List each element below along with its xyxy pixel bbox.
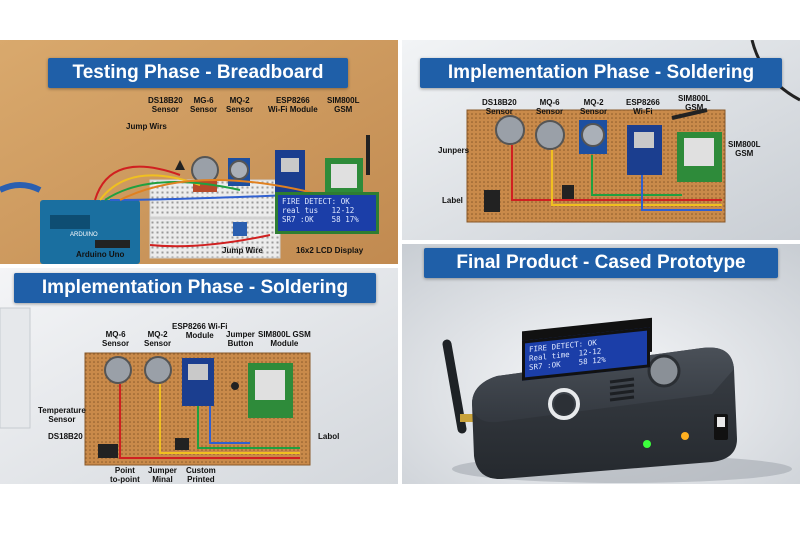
svg-text:ARDUINO: ARDUINO <box>70 232 98 238</box>
label-ds18b20: DS18B20 Sensor <box>482 98 517 116</box>
panel-title: Implementation Phase - Soldering <box>14 273 376 303</box>
lcd-line: real tus 12-12 <box>282 206 355 215</box>
cased-prototype-scene <box>402 244 800 484</box>
label-arduino: Arduino Uno <box>76 250 125 259</box>
label-lcd-display: 16x2 LCD Display <box>296 246 364 255</box>
label-custom-printed: Custom Printed <box>186 466 216 484</box>
panel-testing-breadboard: ARDUINO Testing Phase - Breadboard <box>0 40 398 264</box>
label-jump-wirs: Jump Wirs <box>126 122 167 131</box>
lcd-screen: FIRE DETECT: OK real tus 12-12 SR7 :OK 5… <box>275 192 379 234</box>
label-sim800l: SIM800L GSM Module <box>258 330 311 348</box>
label-temperature: Temperature Sensor <box>38 406 86 424</box>
panel-title: Final Product - Cased Prototype <box>424 248 778 278</box>
lcd-line: FIRE DETECT: OK <box>282 197 350 206</box>
panel-soldering-top: Implementation Phase - Soldering DS18B20… <box>402 40 800 240</box>
label-esp8266: ESP8266 Wi-Fi Module <box>268 96 318 114</box>
label-esp8266: ESP8266 Wi-Fi <box>626 98 660 116</box>
label-ds18b20: DS18B20 <box>48 432 83 441</box>
perfboard-scene-bottom <box>0 268 398 484</box>
label-point-to-point: Point to-point <box>110 466 140 484</box>
label-sim800l: SIM800L GSM <box>327 96 360 114</box>
label-mq6: MQ-6 Sensor <box>536 98 564 116</box>
label-mq2: MQ-2 Sensor <box>580 98 608 116</box>
label-mq2: MQ-2 Sensor <box>144 330 172 348</box>
collage: ARDUINO Testing Phase - Breadboard <box>0 40 800 484</box>
panel-title: Testing Phase - Breadboard <box>48 58 348 88</box>
label-jumper-button: Jumper Button <box>226 330 255 348</box>
label-sim800l-top: SIM800L GSM <box>678 94 711 112</box>
label-esp8266: ESP8266 Wi-Fi Module <box>172 322 228 340</box>
label-sim800l-side: SIM800L GSM <box>728 140 761 158</box>
label-mq2: MQ-2 Sensor <box>226 96 254 114</box>
panel-soldering-bottom: Implementation Phase - Soldering MQ-6 Se… <box>0 268 398 484</box>
label-jump-wire: Jump Wire <box>222 246 263 255</box>
label-mq6: MQ-6 Sensor <box>102 330 130 348</box>
label-jumper-minal: Jumper Minal <box>148 466 177 484</box>
lcd-line: SR7 :OK 58 17% <box>282 215 359 224</box>
label-labol: Labol <box>318 432 340 441</box>
panel-title: Implementation Phase - Soldering <box>420 58 782 88</box>
panel-final-product: Final Product - Cased Prototype FIRE DET… <box>402 244 800 484</box>
divider-horizontal-right <box>402 240 800 244</box>
label-mq6: MG-6 Sensor <box>190 96 218 114</box>
label-ds18b20: DS18B20 Sensor <box>148 96 183 114</box>
divider-horizontal-left <box>0 264 398 268</box>
label-label: Label <box>442 196 463 205</box>
label-junpers: Junpers <box>438 146 470 155</box>
divider-vertical <box>398 40 402 484</box>
